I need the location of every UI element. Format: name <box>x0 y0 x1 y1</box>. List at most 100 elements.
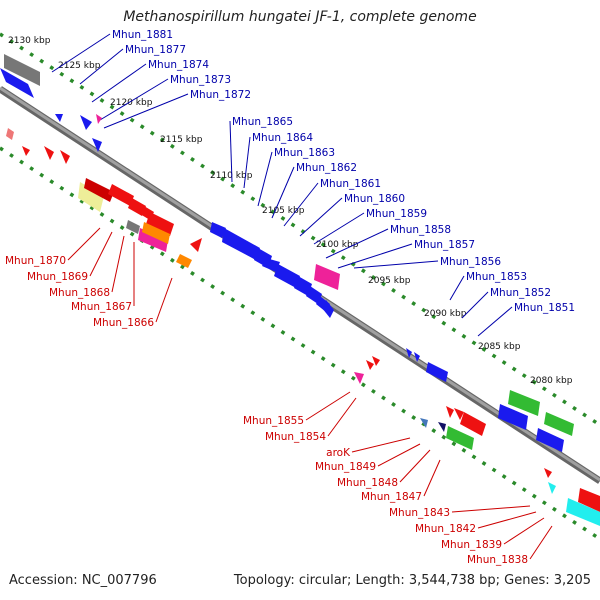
leader-line <box>327 397 357 437</box>
leader-line <box>305 391 351 421</box>
gene-feature[interactable] <box>44 146 54 160</box>
gene-label[interactable]: Mhun_1866 <box>93 317 154 329</box>
gene-label[interactable]: Mhun_1868 <box>49 287 110 299</box>
gene-feature[interactable] <box>414 352 420 362</box>
gene-feature[interactable] <box>454 408 464 420</box>
leader-line <box>229 120 233 183</box>
gene-label[interactable]: Mhun_1873 <box>170 74 231 86</box>
gene-feature[interactable] <box>0 68 34 98</box>
leader-line <box>399 449 431 483</box>
leader-line <box>67 227 101 261</box>
leader-line <box>243 136 251 189</box>
gene-feature[interactable] <box>190 238 202 252</box>
gene-feature[interactable] <box>354 372 364 384</box>
gene-feature[interactable] <box>438 422 446 432</box>
gene-label[interactable]: Mhun_1867 <box>71 301 132 313</box>
gene-feature[interactable] <box>420 418 428 428</box>
gene-feature[interactable] <box>544 412 574 436</box>
gene-label[interactable]: Mhun_1852 <box>490 287 551 299</box>
gene-feature[interactable] <box>548 482 556 494</box>
gene-label[interactable]: Mhun_1865 <box>232 116 293 128</box>
gene-label[interactable]: Mhun_1853 <box>466 271 527 283</box>
gene-label[interactable]: aroK <box>326 447 351 459</box>
gene-feature[interactable] <box>142 222 170 244</box>
gene-label[interactable]: Mhun_1858 <box>390 224 451 236</box>
gene-label[interactable]: Mhun_1848 <box>337 477 398 489</box>
gene-feature[interactable] <box>460 412 486 436</box>
gene-label[interactable]: Mhun_1847 <box>361 491 422 503</box>
gene-label[interactable]: Mhun_1869 <box>27 271 88 283</box>
leader-line <box>529 525 553 560</box>
gene-feature[interactable] <box>222 228 260 260</box>
gene-feature[interactable] <box>372 356 380 366</box>
gene-feature[interactable] <box>536 428 564 452</box>
gene-label[interactable]: Mhun_1861 <box>320 178 381 190</box>
leader-line <box>461 291 489 319</box>
leader-line <box>89 231 113 277</box>
gene-features[interactable] <box>0 54 600 526</box>
gene-label[interactable]: Mhun_1859 <box>366 208 427 220</box>
gene-feature[interactable] <box>80 115 92 130</box>
gene-feature[interactable] <box>84 178 114 202</box>
gene-feature[interactable] <box>294 276 312 296</box>
gene-feature[interactable] <box>210 222 226 238</box>
gene-feature[interactable] <box>544 468 552 478</box>
gene-feature[interactable] <box>6 128 14 140</box>
gene-label[interactable]: Mhun_1838 <box>467 554 528 566</box>
gene-feature[interactable] <box>314 264 340 290</box>
gene-feature[interactable] <box>578 488 600 512</box>
gene-feature[interactable] <box>508 390 540 416</box>
gene-feature[interactable] <box>306 286 322 304</box>
gene-feature[interactable] <box>426 362 448 382</box>
gene-label[interactable]: Mhun_1856 <box>440 256 501 268</box>
gene-feature[interactable] <box>176 254 192 268</box>
gene-label[interactable]: Mhun_1854 <box>265 431 326 443</box>
gene-label[interactable]: Mhun_1872 <box>190 89 251 101</box>
gene-feature[interactable] <box>406 348 412 358</box>
leader-line <box>99 78 169 121</box>
gene-label[interactable]: Mhun_1843 <box>389 507 450 519</box>
gene-label[interactable]: Mhun_1874 <box>148 59 209 71</box>
gene-feature[interactable] <box>366 360 374 370</box>
gene-feature[interactable] <box>262 258 280 272</box>
gene-label[interactable]: Mhun_1862 <box>296 162 357 174</box>
gene-feature[interactable] <box>108 184 134 206</box>
gene-label[interactable]: Mhun_1863 <box>274 147 335 159</box>
gene-feature[interactable] <box>78 182 104 212</box>
gene-feature[interactable] <box>322 300 334 318</box>
leader-line <box>477 511 537 529</box>
gene-feature[interactable] <box>4 54 40 86</box>
kbp-tick-label: 2100 kbp <box>316 240 359 250</box>
gene-feature[interactable] <box>96 114 102 124</box>
gene-label[interactable]: Mhun_1842 <box>415 523 476 535</box>
gene-label[interactable]: Mhun_1870 <box>5 255 66 267</box>
gene-feature[interactable] <box>55 114 63 122</box>
leader-line <box>271 166 295 219</box>
gene-feature[interactable] <box>22 146 30 156</box>
gene-feature[interactable] <box>566 498 600 526</box>
kbp-tick-label: 2090 kbp <box>424 309 467 319</box>
gene-feature[interactable] <box>126 220 140 234</box>
leader-line <box>103 93 189 129</box>
gene-feature[interactable] <box>138 228 168 252</box>
gene-feature[interactable] <box>92 138 102 152</box>
gene-label[interactable]: Mhun_1855 <box>243 415 304 427</box>
gene-feature[interactable] <box>498 404 528 430</box>
gene-label[interactable]: Mhun_1864 <box>252 132 313 144</box>
gene-feature[interactable] <box>274 264 300 288</box>
gene-label[interactable]: Mhun_1881 <box>112 29 173 41</box>
gene-label[interactable]: Mhun_1849 <box>315 461 376 473</box>
gene-label[interactable]: Mhun_1857 <box>414 239 475 251</box>
gene-feature[interactable] <box>60 150 70 164</box>
gene-label[interactable]: Mhun_1851 <box>514 302 575 314</box>
map-title: Methanospirillum hungatei JF-1, complete… <box>123 9 477 25</box>
gene-label[interactable]: Mhun_1860 <box>344 193 405 205</box>
leader-line <box>503 517 545 545</box>
gene-label[interactable]: Mhun_1839 <box>441 539 502 551</box>
gene-feature[interactable] <box>146 212 174 236</box>
gene-label[interactable]: Mhun_1877 <box>125 44 186 56</box>
gene-feature[interactable] <box>446 426 474 450</box>
leader-line <box>449 275 465 301</box>
gene-feature[interactable] <box>446 406 454 418</box>
